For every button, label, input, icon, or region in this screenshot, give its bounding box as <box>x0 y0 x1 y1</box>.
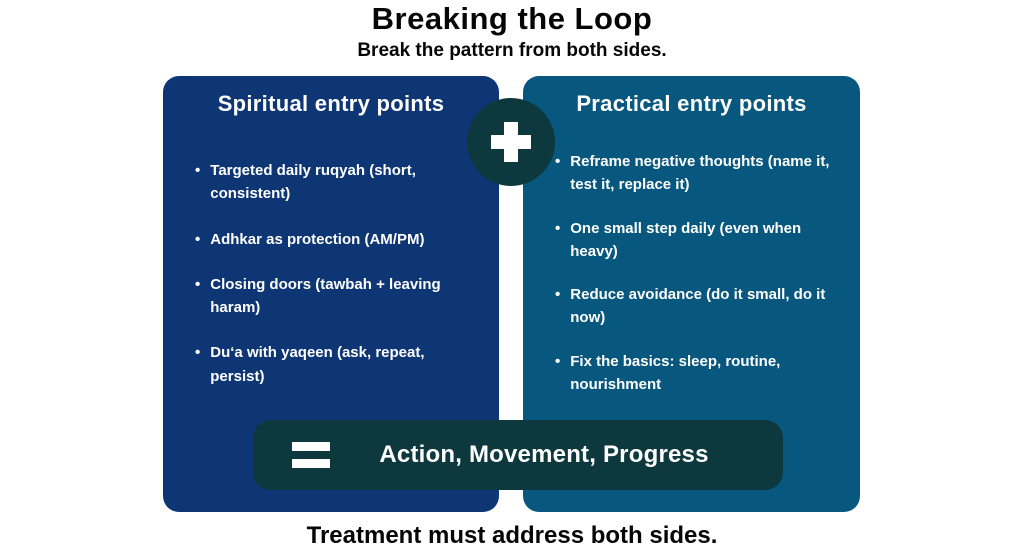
page-title: Breaking the Loop <box>371 1 653 36</box>
bullet-icon: • <box>195 162 201 179</box>
bullet-icon: • <box>555 286 561 303</box>
list-item: • Targeted daily ruqyah (short, consiste… <box>195 159 477 206</box>
bullet-text: Fix the basics: sleep, routine, nourishm… <box>570 352 781 393</box>
bullet-icon: • <box>195 275 201 293</box>
bullet-text: Du‘a with yaqeen (ask, repeat, persist) <box>210 344 425 385</box>
list-item: • Du‘a with yaqeen (ask, repeat, persist… <box>195 341 477 388</box>
bullet-text: One small step daily (even when heavy) <box>570 219 802 260</box>
bullet-text: Reframe negative thoughts (name it, test… <box>570 153 830 194</box>
footer-caption: Treatment must address both sides. <box>306 522 718 549</box>
bullet-icon: • <box>195 344 201 362</box>
list-item: • Reframe negative thoughts (name it, te… <box>555 150 838 197</box>
list-item: • Closing doors (tawbah + leaving haram) <box>195 273 477 320</box>
bullet-text: Targeted daily ruqyah (short, consistent… <box>210 162 416 203</box>
bullet-icon: • <box>555 352 561 370</box>
list-item: • Reduce avoidance (do it small, do it n… <box>555 283 838 330</box>
bullet-text: Adhkar as protection (AM/PM) <box>210 230 425 248</box>
plus-icon <box>467 98 555 186</box>
practical-entry-points-card: Practical entry points • Reframe negativ… <box>523 76 860 512</box>
bullet-text: Reduce avoidance (do it small, do it now… <box>570 286 826 327</box>
result-bar: Action, Movement, Progress <box>253 420 783 490</box>
bullet-icon: • <box>555 219 561 237</box>
list-item: • Fix the basics: sleep, routine, nouris… <box>555 350 838 397</box>
equals-icon <box>292 442 330 468</box>
practical-bullet-list: • Reframe negative thoughts (name it, te… <box>523 150 860 396</box>
spiritual-bullet-list: • Targeted daily ruqyah (short, consiste… <box>163 159 499 388</box>
practical-card-title: Practical entry points <box>576 91 807 116</box>
page-subtitle: Break the pattern from both sides. <box>357 40 667 61</box>
list-item: • Adhkar as protection (AM/PM) <box>195 228 477 251</box>
result-label: Action, Movement, Progress <box>379 441 709 468</box>
plus-connector-badge <box>467 98 555 186</box>
bullet-icon: • <box>195 230 201 248</box>
bullet-icon: • <box>555 153 561 170</box>
spiritual-card-title: Spiritual entry points <box>217 91 445 116</box>
bullet-text: Closing doors (tawbah + leaving haram) <box>210 275 441 316</box>
list-item: • One small step daily (even when heavy) <box>555 217 838 264</box>
